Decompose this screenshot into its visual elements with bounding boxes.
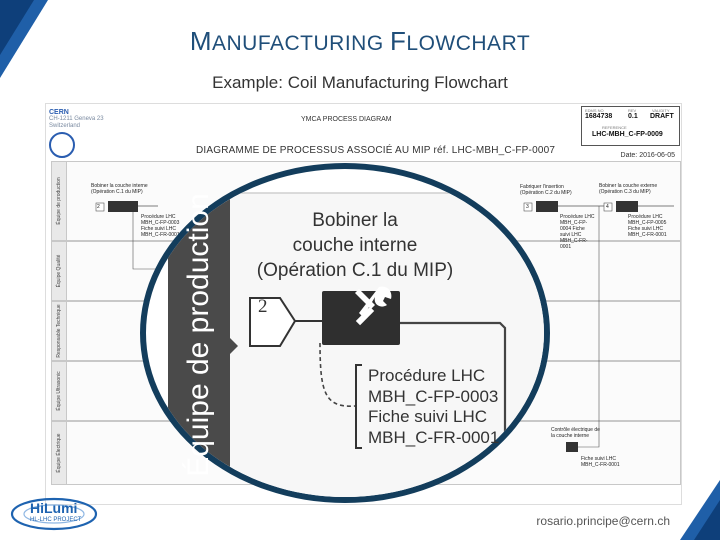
zoom-step-number: 2 [258,296,268,317]
slide-title: MANUFACTURING FLOWCHART [189,26,531,56]
mini-proc-control: Fiche suivi LHC MBH_C-FR-0001 [581,456,620,468]
process-diagram-title: YMCA PROCESS DIAGRAM [301,116,392,123]
mini-proc-right: Procédure LHC MBH_C-FP-0005 Fiche suivi … [628,214,667,238]
zoom-procedure-references: Procédure LHC MBH_C-FP-0003 Fiche suivi … [368,366,500,447]
tools-icon [355,286,392,326]
mini-step-number: 4 [606,204,609,210]
diagram-main-title: DIAGRAMME DE PROCESSUS ASSOCIÉ AU MIP ré… [196,145,556,156]
mini-step-number: 3 [526,204,529,210]
mini-step-left: Bobiner la couche interne (Opération C.1… [91,183,148,195]
mini-step-number: 2 [97,204,100,210]
mini-step-right: Bobiner la couche externe (Opération C.3… [599,183,658,195]
diagram-date: Date: 2016-06-05 [620,152,675,159]
hilumi-logo-subtext: HL-LHC PROJECT [30,517,82,523]
mini-flowchart-connectors [95,201,674,452]
hilumi-logo-text: HiLumi [30,500,78,516]
footer-email: rosario.principe@cern.ch [536,514,670,528]
corner-decoration-top-left [0,0,48,78]
mini-control-step: Contrôle électrique de la couche interne [551,427,600,439]
corner-decoration-bottom-right [680,480,720,540]
mini-step-mid: Fabriquer l'insertion (Opération C.2 du … [520,184,572,196]
document-reference-box: EDMS NO 1684738 REV 0.1 VALIDITY DRAFT R… [581,106,680,146]
zoom-step-title: Bobiner la couche interne (Opération C.1… [256,210,454,281]
slide-subtitle: Example: Coil Manufacturing Flowchart [212,73,508,92]
hilumi-logo [10,497,98,531]
cern-logo-icon [49,132,75,158]
mini-proc-mid: Procédure LHC MBH_C-FP-0004 Fiche suivi … [560,214,595,250]
cern-address: CERN CH-1211 Geneva 23 Switzerland [49,109,104,129]
mini-proc-left: Procédure LHC MBH_C-FP-0003 Fiche suivi … [141,214,180,238]
zoom-lane-label: Équipe de production [182,193,215,477]
zoom-connectors [168,190,544,497]
